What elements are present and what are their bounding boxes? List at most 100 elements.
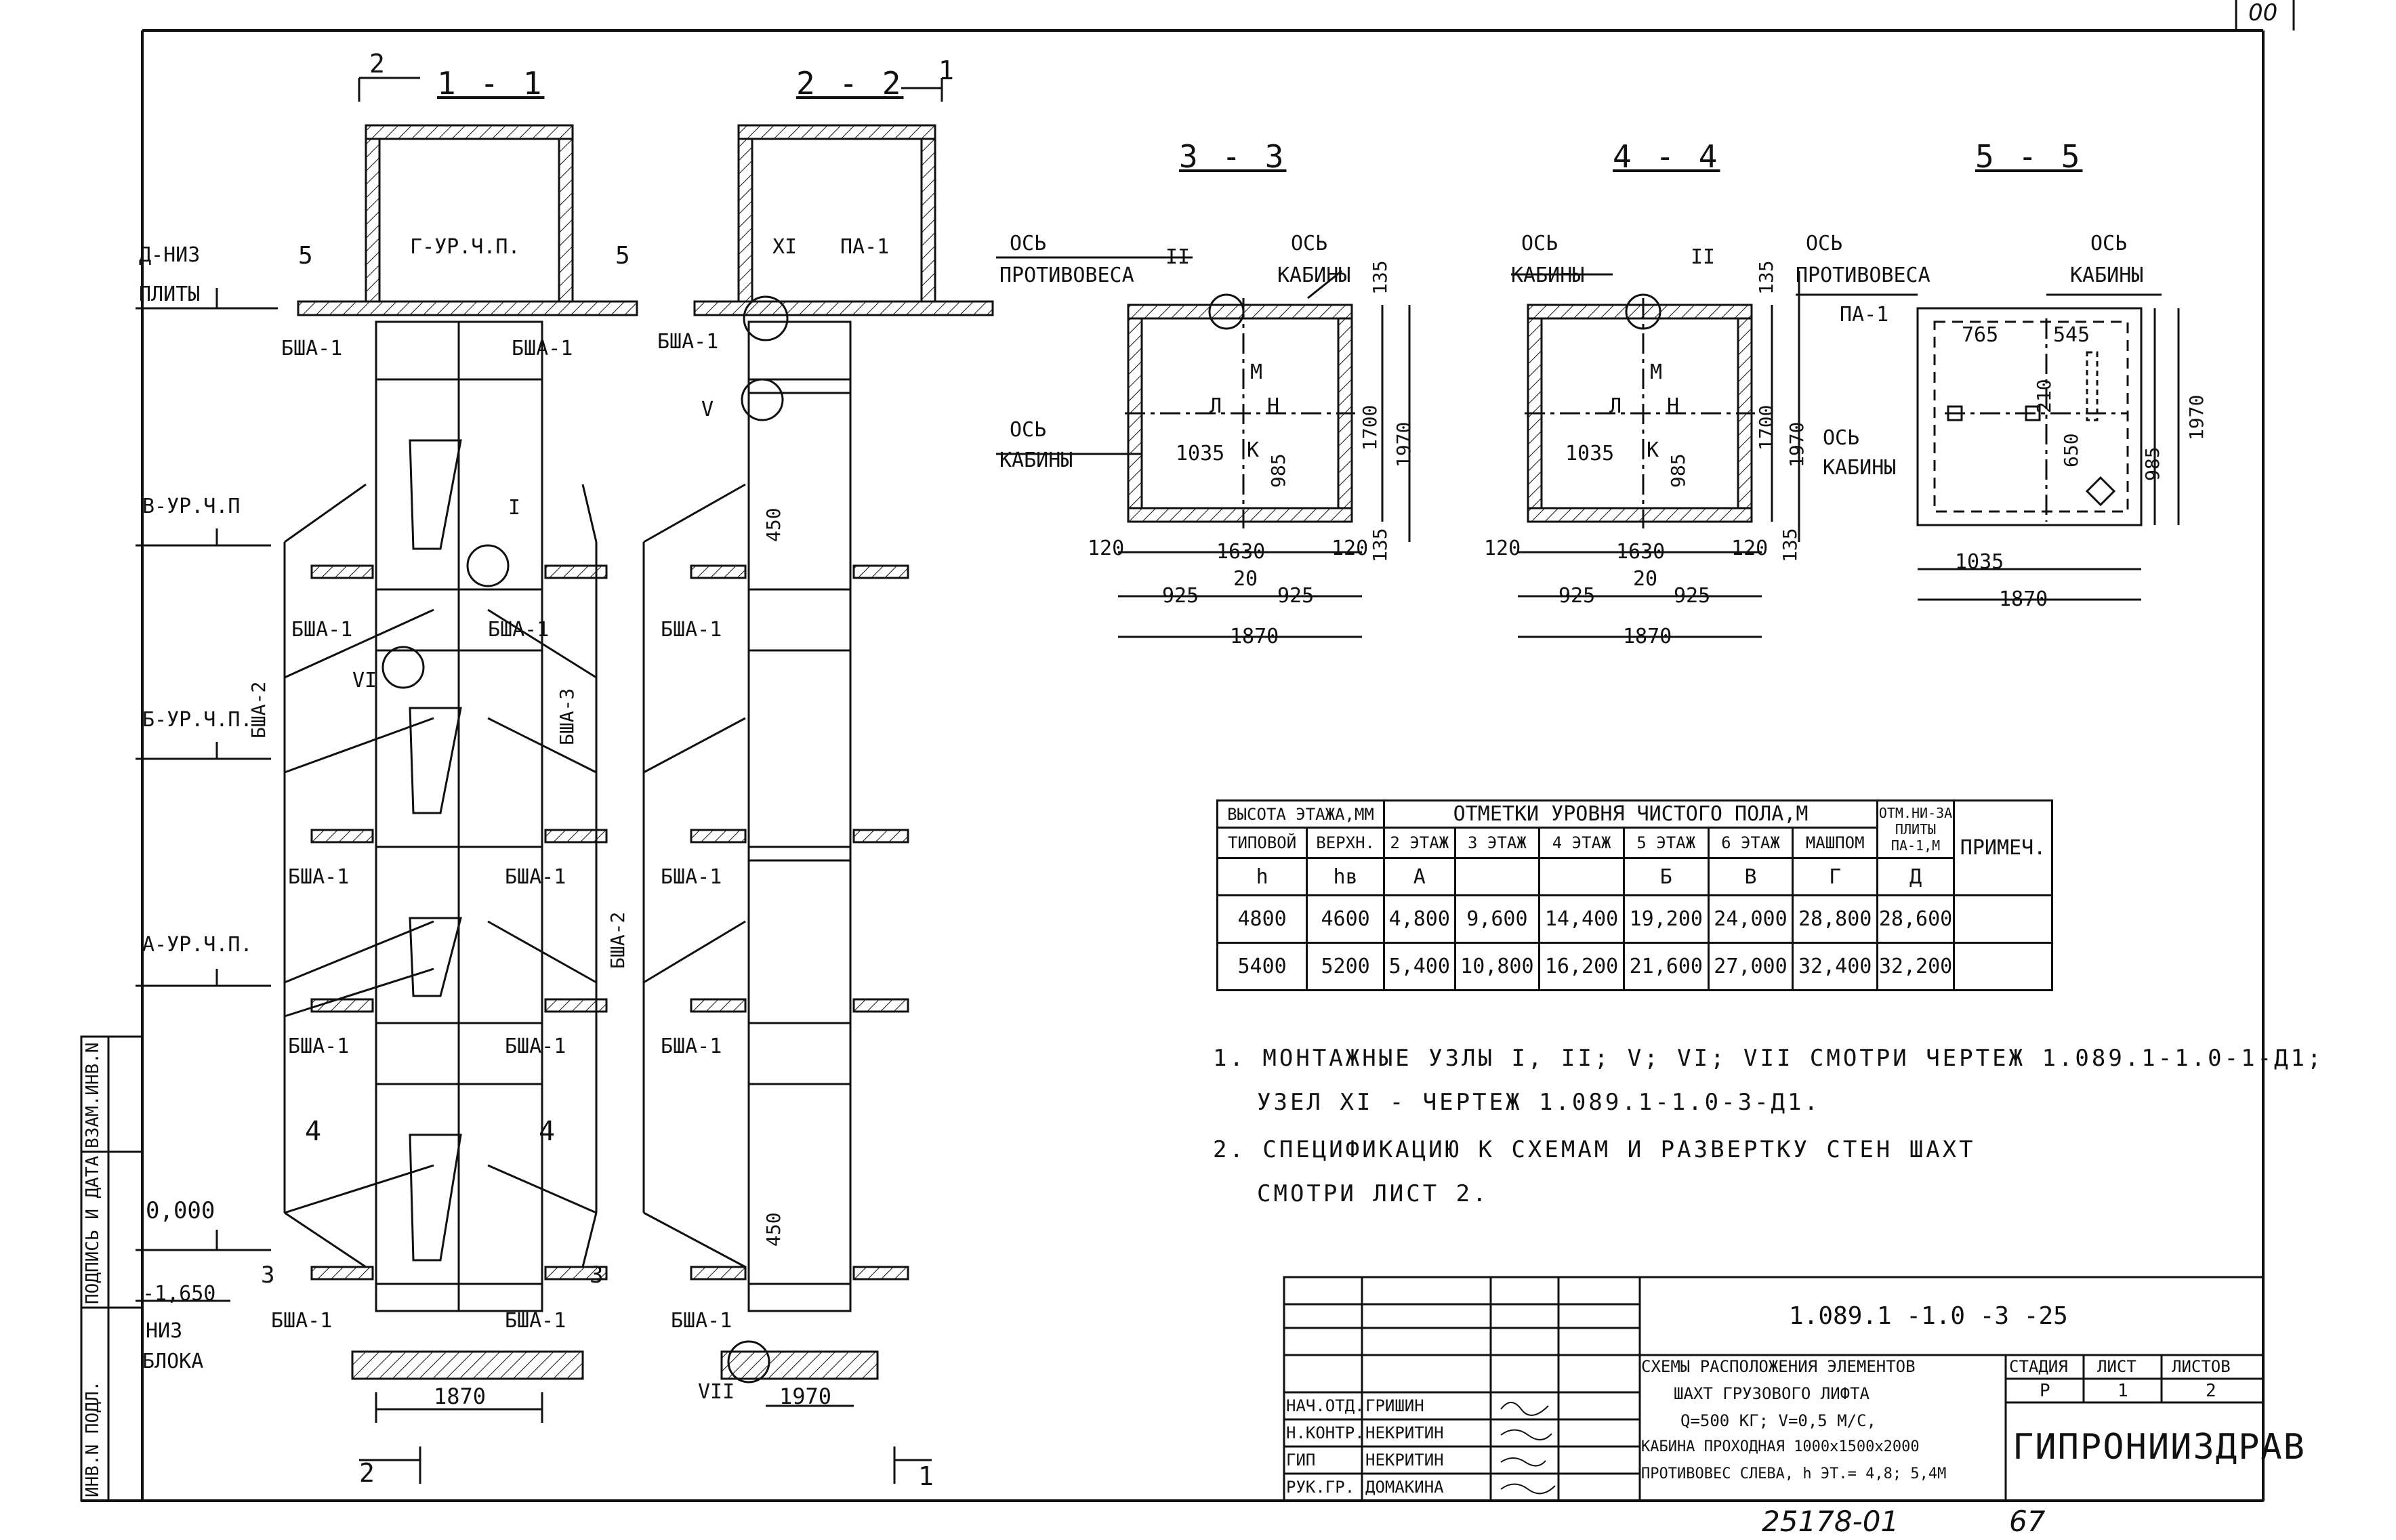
level-label: В-УР.Ч.П — [142, 495, 241, 518]
element-mark: ПА-1 — [840, 235, 890, 259]
cut-mark: 2 — [369, 49, 385, 79]
table-subheader: ТИПОВОЙ — [1216, 827, 1308, 859]
element-mark: ПА-1 — [1840, 303, 1889, 327]
level-label: Б-УР.Ч.П. — [142, 708, 253, 732]
dimension: 1870 — [1999, 587, 2048, 611]
table-subheader: 6 ЭТАЖ — [1707, 827, 1794, 859]
node-mark: II — [1691, 245, 1716, 269]
axis-letter: К — [1247, 438, 1260, 462]
table-cell: 32,200 — [1876, 942, 1956, 991]
dimension: 1035 — [1565, 442, 1615, 465]
table-letter: Б — [1622, 857, 1710, 896]
table-subheader: 5 ЭТАЖ — [1622, 827, 1710, 859]
dimension: 650 — [2060, 433, 2082, 467]
dimension: 120 — [1731, 537, 1769, 560]
axis-label: ОСЬ — [1521, 232, 1558, 255]
axis-letter: Л — [1609, 394, 1622, 418]
role-label: НАЧ.ОТД. — [1286, 1396, 1365, 1415]
table-letter: Г — [1792, 857, 1879, 896]
element-mark: БША-1 — [281, 337, 343, 360]
cut-mark: 5 — [298, 242, 313, 270]
cut-mark: 1 — [918, 1461, 934, 1491]
cut-mark: 1 — [938, 56, 954, 85]
note-line: 1. МОНТАЖНЫЕ УЗЛЫ I, II; V; VI; VII СМОТ… — [1213, 1045, 2324, 1072]
axis-letter: К — [1647, 438, 1659, 462]
dimension: 1970 — [779, 1383, 832, 1409]
axis-label: ОСЬ — [1291, 232, 1328, 255]
section-title-3-3: 3 - 3 — [1179, 138, 1287, 175]
dimension: 925 — [1162, 584, 1199, 608]
level-label: Д-НИЗ — [139, 243, 201, 267]
axis-label: ПРОТИВОВЕСА — [1796, 264, 1930, 287]
table-subheader: 4 ЭТАЖ — [1538, 827, 1625, 859]
table-subheader: 2 ЭТАЖ — [1383, 827, 1456, 859]
axis-label: ОСЬ — [1823, 426, 1860, 450]
dimension: 210 — [2033, 379, 2055, 413]
table-cell: 16,200 — [1538, 942, 1625, 991]
dimension: 985 — [2141, 446, 2164, 481]
section-title-1-1: 1 - 1 — [437, 65, 545, 102]
table-cell: 27,000 — [1707, 942, 1794, 991]
dimension: 925 — [1674, 584, 1711, 608]
element-mark: БША-1 — [291, 618, 353, 642]
dimension: 925 — [1558, 584, 1596, 608]
table-cell: 5200 — [1306, 942, 1386, 991]
sheets-label: ЛИСТОВ — [2172, 1357, 2231, 1376]
dimension: 545 — [2053, 323, 2090, 347]
note-line: СМОТРИ ЛИСТ 2. — [1257, 1180, 1489, 1207]
axis-label: ОСЬ — [2090, 232, 2128, 255]
person-name: НЕКРИТИН — [1365, 1423, 1444, 1442]
element-mark: БША-3 — [556, 688, 578, 745]
dimension: 135 — [1369, 528, 1391, 562]
node-mark: XI — [772, 235, 798, 259]
sheet-label: ЛИСТ — [2097, 1357, 2136, 1376]
table-letter — [1538, 857, 1625, 896]
table-subheader: 3 ЭТАЖ — [1453, 827, 1541, 859]
axis-label: КАБИНЫ — [999, 449, 1073, 472]
dimension: 985 — [1267, 453, 1289, 488]
dimension: 985 — [1667, 453, 1689, 488]
table-subheader: ВЕРХН. — [1306, 827, 1386, 859]
dimension: 135 — [1755, 260, 1777, 295]
axis-label: ОСЬ — [1806, 232, 1843, 255]
table-letter: h — [1216, 857, 1308, 896]
dimension: 120 — [1331, 537, 1369, 560]
note-line: УЗЕЛ XI - ЧЕРТЕЖ 1.089.1-1.0-3-Д1. — [1257, 1089, 1821, 1116]
stage-value: Р — [2040, 1381, 2050, 1401]
element-mark: БША-1 — [657, 330, 719, 354]
dimension: 120 — [1088, 537, 1125, 560]
sheet-number: 00 — [2248, 0, 2278, 26]
table-cell: 14,400 — [1538, 894, 1625, 944]
note-line: 2. СПЕЦИФИКАЦИЮ К СХЕМАМ И РАЗВЕРТКУ СТЕ… — [1213, 1136, 1976, 1163]
dimension: 1035 — [1955, 550, 2004, 574]
role-label: РУК.ГР. — [1286, 1478, 1355, 1497]
levels-table: ВЫСОТА ЭТАЖА,ММ ОТМЕТКИ УРОВНЯ ЧИСТОГО П… — [1216, 799, 2053, 991]
dimension: 135 — [1369, 260, 1391, 295]
stamp-vzam: ВЗАМ.ИНВ.N — [83, 1042, 103, 1148]
table-row: 4800 4600 4,800 9,600 14,400 19,200 24,0… — [1216, 894, 2053, 944]
cut-mark: 3 — [261, 1262, 275, 1289]
table-letter: А — [1383, 857, 1456, 896]
element-mark: БША-2 — [606, 911, 629, 969]
dimension: 1700 — [1359, 404, 1381, 451]
element-mark: БША-1 — [661, 618, 722, 642]
drawing-title: КАБИНА ПРОХОДНАЯ 1000х1500х2000 — [1641, 1438, 1920, 1455]
drawing-title: ШАХТ ГРУЗОВОГО ЛИФТА — [1674, 1384, 1870, 1403]
axis-label: КАБИНЫ — [1823, 456, 1897, 480]
dimension: 1700 — [1755, 404, 1777, 451]
cut-mark: 4 — [305, 1116, 322, 1147]
dimension: 765 — [1962, 323, 1999, 347]
sheets-value: 2 — [2206, 1381, 2216, 1401]
dimension: 1870 — [1230, 625, 1279, 648]
axis-letter: М — [1650, 360, 1663, 384]
level-label: -1,650 — [142, 1282, 216, 1306]
table-row: 5400 5200 5,400 10,800 16,200 21,600 27,… — [1216, 942, 2053, 991]
element-mark: БША-1 — [512, 337, 573, 360]
element-mark: БША-1 — [661, 865, 722, 889]
dimension: 450 — [762, 507, 785, 542]
stamp-inv: ИНВ.N ПОДЛ. — [83, 1380, 103, 1497]
element-mark: БША-1 — [288, 1035, 350, 1058]
axis-letter: Н — [1667, 394, 1680, 418]
document-number: 25178-01 — [1762, 1505, 1899, 1538]
